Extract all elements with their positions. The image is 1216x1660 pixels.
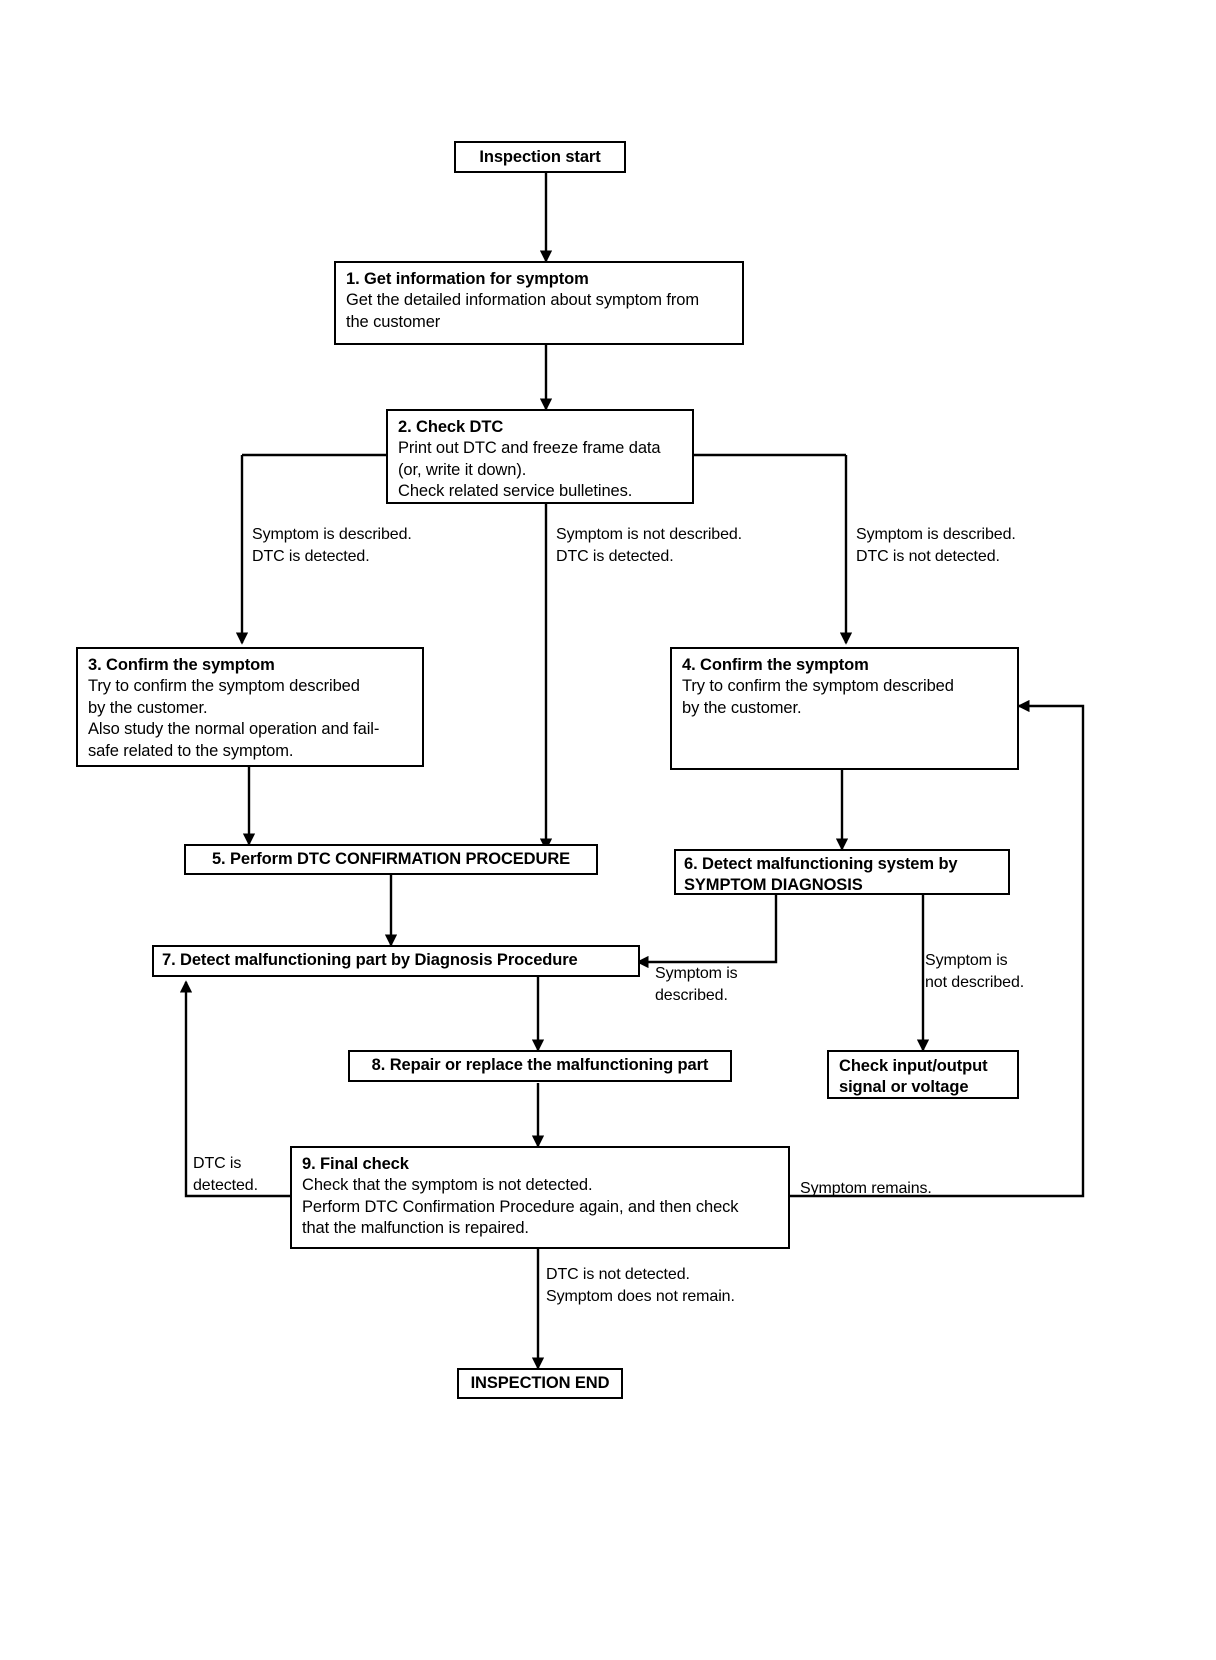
node-step-5[interactable]: 5. Perform DTC CONFIRMATION PROCEDURE — [184, 844, 598, 875]
edge-label-final-pass-line-1: DTC is not detected. — [546, 1266, 690, 1283]
edge-label-branch-right: Symptom is described. DTC is not detecte… — [856, 524, 1016, 569]
node-check-input-output[interactable]: Check input/output signal or voltage — [827, 1050, 1019, 1099]
edge-label-symptom-not-described-line-1: Symptom is — [925, 952, 1008, 969]
node-step-2-title: 2. Check DTC — [398, 418, 504, 436]
edge-label-branch-middle-line-2: DTC is detected. — [556, 548, 674, 566]
edge-label-dtc-detected-line-2: detected. — [193, 1177, 258, 1195]
node-step-2-line-3: Check related service bulletines. — [398, 482, 633, 501]
node-step-1-line-1: Get the detailed information about sympt… — [346, 291, 699, 310]
edge-label-symptom-remains: Symptom remains. — [800, 1178, 932, 1200]
node-step-7-title: 7. Detect malfunctioning part by Diagnos… — [162, 951, 578, 969]
node-step-4-line-2: by the customer. — [682, 698, 802, 717]
node-step-8-title: 8. Repair or replace the malfunctioning … — [371, 1056, 709, 1074]
edge-label-symptom-described: Symptom is described. — [655, 963, 738, 1008]
node-inspection-start-title: Inspection start — [479, 148, 601, 166]
node-step-2-line-2: (or, write it down). — [398, 460, 527, 479]
node-step-9-line-3: that the malfunction is repaired. — [302, 1219, 529, 1238]
node-step-3-line-2: by the customer. — [88, 698, 208, 717]
node-step-4-title: 4. Confirm the symptom — [682, 656, 869, 674]
node-inspection-end[interactable]: INSPECTION END — [457, 1368, 623, 1399]
node-step-5-title: 5. Perform DTC CONFIRMATION PROCEDURE — [211, 850, 571, 868]
node-step-3-line-3: Also study the normal operation and fail… — [88, 720, 380, 739]
node-step-1-line-2: the customer — [346, 312, 441, 331]
node-check-input-output-line-1: signal or voltage — [839, 1078, 969, 1097]
edge-label-symptom-described-line-1: Symptom is — [655, 965, 738, 982]
node-inspection-start[interactable]: Inspection start — [454, 141, 626, 173]
node-step-3-line-4: safe related to the symptom. — [88, 741, 294, 760]
edge-label-branch-left-line-1: Symptom is described. — [252, 526, 412, 543]
edge-label-branch-left: Symptom is described. DTC is detected. — [252, 524, 412, 569]
edge-label-symptom-not-described: Symptom is not described. — [925, 950, 1024, 995]
edge-label-branch-right-line-2: DTC is not detected. — [856, 548, 1000, 566]
node-inspection-end-title: INSPECTION END — [470, 1374, 610, 1392]
node-step-3-line-1: Try to confirm the symptom described — [88, 677, 360, 696]
node-step-3[interactable]: 3. Confirm the symptom Try to confirm th… — [76, 647, 424, 767]
edge-label-symptom-described-line-2: described. — [655, 987, 728, 1005]
node-step-6[interactable]: 6. Detect malfunctioning system by SYMPT… — [674, 849, 1010, 895]
edge-label-dtc-detected: DTC is detected. — [193, 1153, 258, 1198]
edge-label-dtc-detected-line-1: DTC is — [193, 1155, 242, 1172]
node-step-3-title: 3. Confirm the symptom — [88, 656, 275, 674]
node-step-2[interactable]: 2. Check DTC Print out DTC and freeze fr… — [386, 409, 694, 504]
node-step-8[interactable]: 8. Repair or replace the malfunctioning … — [348, 1050, 732, 1082]
node-step-6-title: 6. Detect malfunctioning system by — [684, 855, 958, 873]
edge-label-symptom-not-described-line-2: not described. — [925, 974, 1025, 992]
node-step-6-line-1: SYMPTOM DIAGNOSIS — [684, 876, 863, 895]
node-step-9-title: 9. Final check — [302, 1155, 409, 1173]
node-step-4[interactable]: 4. Confirm the symptom Try to confirm th… — [670, 647, 1019, 770]
node-check-input-output-title: Check input/output — [839, 1057, 988, 1075]
node-step-7[interactable]: 7. Detect malfunctioning part by Diagnos… — [152, 945, 640, 977]
node-step-4-line-1: Try to confirm the symptom described — [682, 677, 954, 696]
node-step-9[interactable]: 9. Final check Check that the symptom is… — [290, 1146, 790, 1249]
node-step-9-line-2: Perform DTC Confirmation Procedure again… — [302, 1197, 739, 1216]
edge-label-branch-right-line-1: Symptom is described. — [856, 526, 1016, 543]
edge-label-branch-middle-line-1: Symptom is not described. — [556, 526, 743, 543]
node-step-2-line-1: Print out DTC and freeze frame data — [398, 439, 661, 458]
node-step-9-line-1: Check that the symptom is not detected. — [302, 1176, 593, 1195]
edge-label-branch-left-line-2: DTC is detected. — [252, 548, 370, 566]
edge-label-final-pass-line-2: Symptom does not remain. — [546, 1288, 735, 1306]
edge-label-branch-middle: Symptom is not described. DTC is detecte… — [556, 524, 742, 569]
node-step-1-title: 1. Get information for symptom — [346, 270, 589, 288]
edge-label-symptom-remains-line-1: Symptom remains. — [800, 1180, 932, 1197]
node-step-1[interactable]: 1. Get information for symptom Get the d… — [334, 261, 744, 345]
edge-label-final-pass: DTC is not detected. Symptom does not re… — [546, 1264, 735, 1309]
